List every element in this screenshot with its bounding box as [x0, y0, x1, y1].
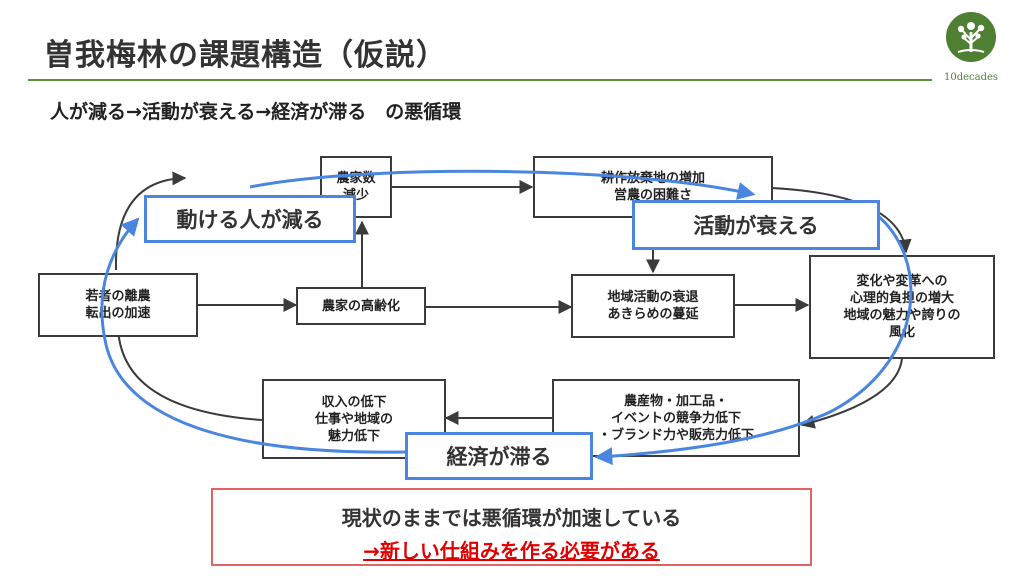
cycle-label-activity: 活動が衰える	[632, 200, 880, 250]
node-community-decline: 地域活動の衰退 あきらめの蔓延	[571, 274, 735, 338]
node-competitiveness: 農産物・加工品・ イベントの競争力低下 ・ブランド力や販売力低下	[552, 379, 800, 457]
arrow-burden-to-competitiveness	[800, 357, 903, 429]
conclusion-box: 現状のままでは悪循環が加速している →新しい仕組みを作る必要がある	[211, 488, 812, 566]
node-psych-burden: 変化や変革への 心理的負担の増大 地域の魅力や誇りの 風化	[809, 255, 995, 359]
cycle-arrow-people-to-activity	[249, 169, 756, 200]
subtitle: 人が減る→活動が衰える→経済が滞る の悪循環	[50, 101, 462, 123]
cycle-arrow-activity-to-economy	[594, 208, 913, 466]
arrow-income-to-youth	[110, 318, 263, 421]
cycle-label-economy: 経済が滞る	[405, 432, 593, 480]
node-aging: 農家の高齢化	[296, 287, 426, 325]
conclusion-line1: 現状のままでは悪循環が加速している	[341, 506, 682, 530]
cycle-arrow-economy-to-people	[100, 217, 406, 454]
title-divider	[28, 79, 932, 81]
cycle-label-people: 動ける人が減る	[144, 195, 356, 243]
logo-text: 10decades	[943, 72, 999, 83]
page-title: 曽我梅林の課題構造（仮説）	[44, 38, 447, 73]
tree-logo-icon	[946, 12, 996, 62]
conclusion-line2: →新しい仕組みを作る必要がある	[363, 539, 660, 563]
